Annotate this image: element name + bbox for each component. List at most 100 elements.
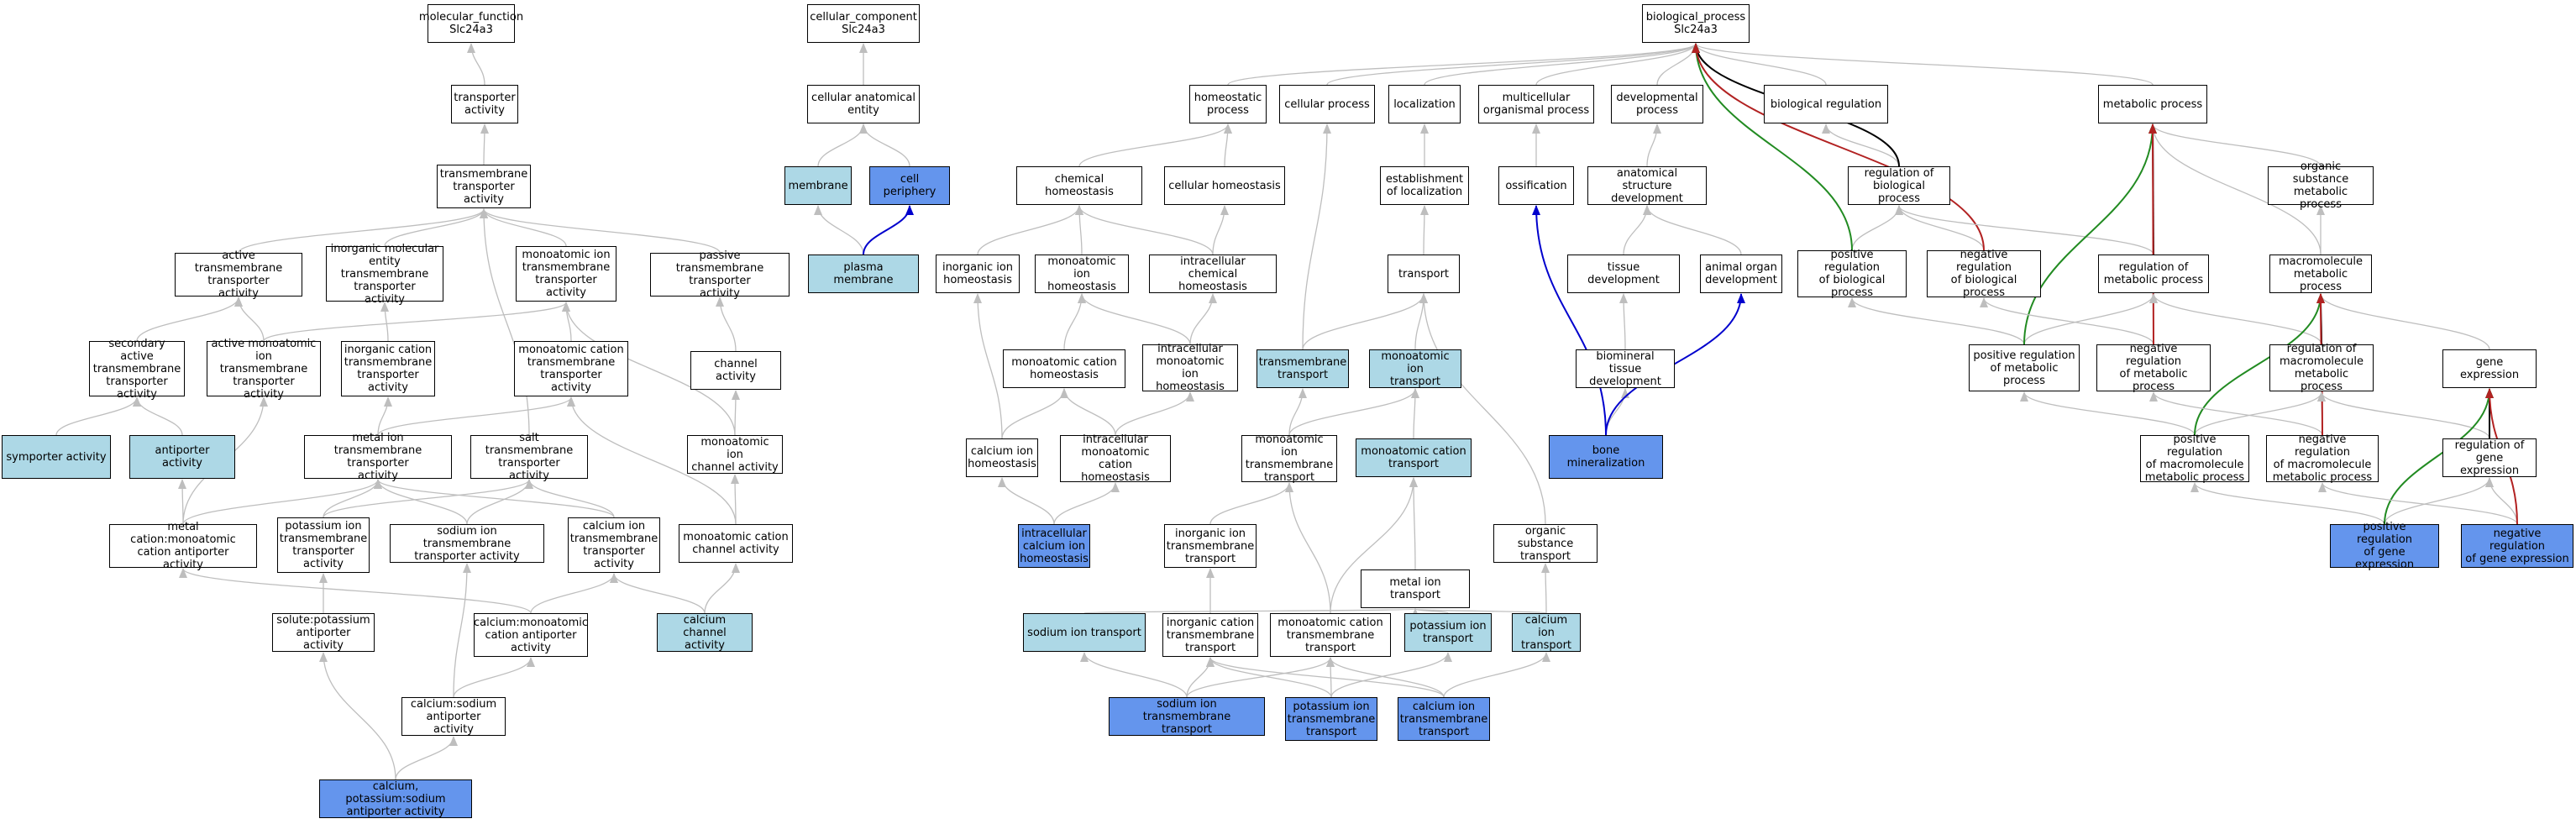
go-node-multicellular-organismal: multicellular organismal process — [1478, 85, 1594, 123]
go-node-homeostatic-process: homeostatic process — [1189, 85, 1267, 123]
graph-edge — [467, 43, 485, 86]
go-node-inorganic-cation-tm: inorganic cation transmembrane transport… — [341, 341, 435, 396]
graph-edge — [610, 573, 706, 614]
go-node-ossification: ossification — [1498, 166, 1574, 205]
go-node-tissue-development: tissue development — [1567, 255, 1680, 293]
go-node-monoatomic-cation-tm-transport: monoatomic cation transmembrane transpor… — [1270, 613, 1391, 657]
go-node-intracellular-monoatomic-ion-homeo: intracellular monoatomic ion homeostasis — [1142, 343, 1238, 393]
go-node-monoatomic-ion-channel: monoatomic ion channel activity — [687, 435, 783, 474]
graph-edge — [1619, 293, 1629, 350]
graph-edge — [1186, 657, 1215, 698]
graph-edge — [1186, 657, 1335, 698]
go-node-regulation-gene-expression: regulation of gene expression — [2442, 438, 2537, 477]
go-node-inorganic-ion-homeostasis: inorganic ion homeostasis — [936, 255, 1020, 293]
graph-edge — [859, 123, 910, 167]
graph-edge — [1623, 205, 1651, 255]
go-node-neg-reg-metabolic: negative regulation of metabolic process — [2096, 343, 2211, 393]
go-node-intracellular-chem-homeostasis: intracellular chemical homeostasis — [1149, 255, 1277, 293]
graph-edge — [377, 396, 392, 436]
go-node-metal-cation-antiporter: metal cation:monoatomic cation antiporte… — [109, 521, 257, 571]
go-node-intracellular-monoatomic-cation-homeo: intracellular monoatomic cation homeosta… — [1060, 433, 1171, 484]
graph-edge — [2384, 477, 2494, 525]
graph-edge — [1330, 652, 1452, 698]
go-node-monoatomic-ion-tm-transport: monoatomic ion transmembrane transport — [1241, 433, 1337, 484]
go-node-reg-macromolecule-metabolic: regulation of macromolecule metabolic pr… — [2269, 343, 2374, 393]
graph-edge — [1288, 388, 1307, 436]
graph-edge — [2317, 391, 2490, 439]
graph-edge — [2148, 123, 2322, 255]
graph-edge — [234, 297, 265, 342]
graph-edge — [384, 208, 488, 247]
graph-edge — [1060, 388, 1116, 436]
go-node-salt-tm: salt transmembrane transporter activity — [470, 432, 588, 482]
graph-edge — [480, 208, 567, 247]
graph-edge — [973, 293, 1003, 439]
graph-edge — [1302, 293, 1428, 350]
go-node-mf-root: molecular_function Slc24a3 — [419, 4, 523, 43]
graph-edge — [1895, 205, 2154, 255]
graph-edge — [1692, 43, 1827, 86]
go-node-monoatomic-ion-transport: monoatomic ion transport — [1369, 349, 1461, 388]
go-node-organic-substance-metabolic: organic substance metabolic process — [2268, 160, 2374, 211]
graph-edge — [1443, 652, 1550, 698]
go-node-pos-reg-macromolecule-metabolic: positive regulation of macromolecule met… — [2140, 433, 2249, 484]
graph-edge — [1424, 43, 1700, 86]
graph-edge — [1075, 205, 1214, 255]
graph-edge — [480, 208, 530, 436]
graph-edge — [817, 123, 868, 167]
graph-edge — [480, 208, 721, 254]
go-node-sodium-ion-tm-transport: sodium ion transmembrane transport — [1109, 697, 1265, 736]
graph-edge — [1851, 205, 1903, 251]
go-node-pos-reg-metabolic: positive regulation of metabolic process — [1969, 344, 2080, 391]
go-node-symporter-activity: symporter activity — [2, 435, 111, 479]
go-node-calcium-monoatomic-antiporter: calcium:monoatomic cation antiporter act… — [474, 613, 588, 657]
go-node-transport: transport — [1388, 255, 1460, 293]
go-node-active-tm-transporter: active transmembrane transporter activit… — [175, 249, 302, 300]
graph-edge — [1419, 293, 1546, 525]
graph-edge — [863, 205, 914, 255]
graph-edge — [1080, 652, 1188, 698]
graph-edge — [1075, 205, 1084, 255]
graph-edge — [2194, 293, 2325, 436]
graph-edge — [1326, 657, 1445, 698]
go-node-biomineral-tissue-dev: biomineral tissue development — [1576, 349, 1675, 388]
go-node-localization: localization — [1388, 85, 1461, 123]
graph-edge — [998, 477, 1055, 525]
graph-edge — [1848, 297, 2025, 345]
go-node-solute-potassium-antiporter: solute:potassium antiporter activity — [272, 613, 375, 652]
go-node-cell-periphery: cell periphery — [869, 166, 950, 205]
go-node-tm-transporter-activity: transmembrane transporter activity — [437, 165, 531, 208]
graph-edge — [1692, 43, 1985, 251]
graph-edge — [1078, 123, 1232, 167]
graph-edge — [2318, 482, 2518, 525]
graph-edge — [1189, 293, 1217, 345]
go-node-animal-organ-dev: animal organ development — [1700, 255, 1782, 293]
go-node-transporter-activity: transporter activity — [451, 85, 518, 123]
go-node-neg-reg-gene-expression: negative regulation of gene expression — [2461, 524, 2573, 568]
go-node-secondary-active-tm: secondary active transmembrane transport… — [89, 338, 185, 401]
graph-edge — [395, 736, 458, 780]
graph-edge — [1288, 388, 1419, 436]
go-node-passive-tm-transporter: passive transmembrane transporter activi… — [650, 249, 790, 300]
graph-edge — [2020, 391, 2196, 436]
graph-edge — [179, 568, 532, 614]
graph-edge — [238, 208, 488, 254]
go-node-calcium-ion-tm-transport: calcium ion transmembrane transport — [1398, 697, 1490, 741]
go-node-bp-root: biological_process Slc24a3 — [1642, 4, 1750, 43]
graph-edge — [319, 652, 396, 780]
graph-edge — [1895, 205, 1985, 251]
go-node-calcium-ion-homeostasis: calcium ion homeostasis — [966, 438, 1038, 477]
go-node-calcium-ion-tm-activity: calcium ion transmembrane transporter ac… — [568, 517, 660, 573]
graph-edge — [1692, 43, 2154, 86]
graph-edge — [377, 396, 575, 436]
graph-edge — [1223, 123, 1232, 167]
graph-edge — [562, 302, 736, 436]
go-node-antiporter-activity: antiporter activity — [129, 435, 235, 479]
graph-edge — [1078, 293, 1191, 345]
graph-edge — [136, 297, 243, 342]
graph-edge — [2194, 391, 2326, 436]
graph-edge — [1535, 43, 1700, 86]
graph-edge — [480, 123, 489, 165]
go-node-cc-root: cellular_component Slc24a3 — [807, 4, 920, 43]
